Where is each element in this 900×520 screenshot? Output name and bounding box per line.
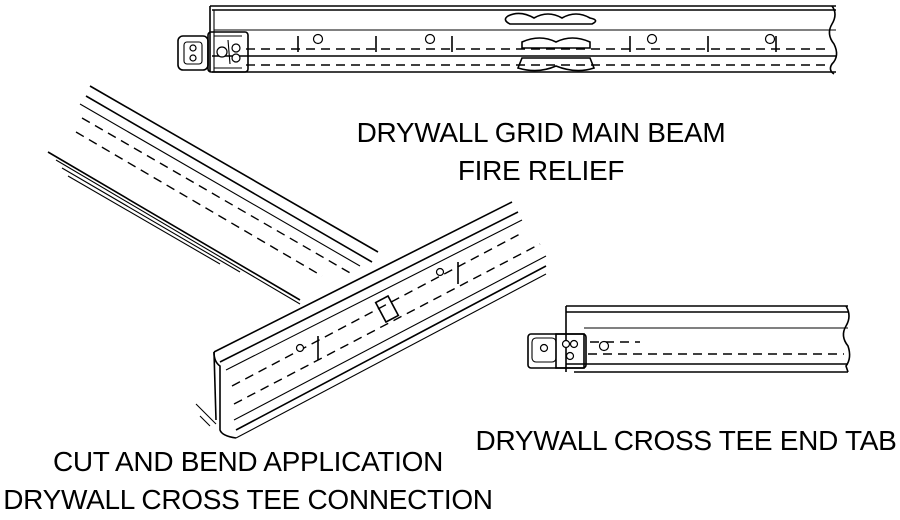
end-tab-title: DRYWALL CROSS TEE END TAB <box>476 425 897 456</box>
main-beam-end-tab <box>177 31 249 73</box>
main-beam-slots <box>297 36 777 52</box>
end-tab-figure <box>527 305 851 373</box>
cut-bend-title-line1: CUT AND BEND APPLICATION <box>53 446 443 477</box>
main-beam-title-line1: DRYWALL GRID MAIN BEAM <box>357 117 726 148</box>
main-beam-holes <box>312 33 776 45</box>
main-beam-figure <box>177 5 838 75</box>
fire-relief-cutout <box>504 12 597 72</box>
main-beam-title-line2: FIRE RELIEF <box>458 155 624 186</box>
cut-bend-title-line2: DRYWALL CROSS TEE CONNECTION <box>3 484 492 515</box>
cross-tee-end-tab <box>527 333 587 369</box>
bent-tab <box>295 262 459 360</box>
cut-bend-figure <box>47 85 547 439</box>
